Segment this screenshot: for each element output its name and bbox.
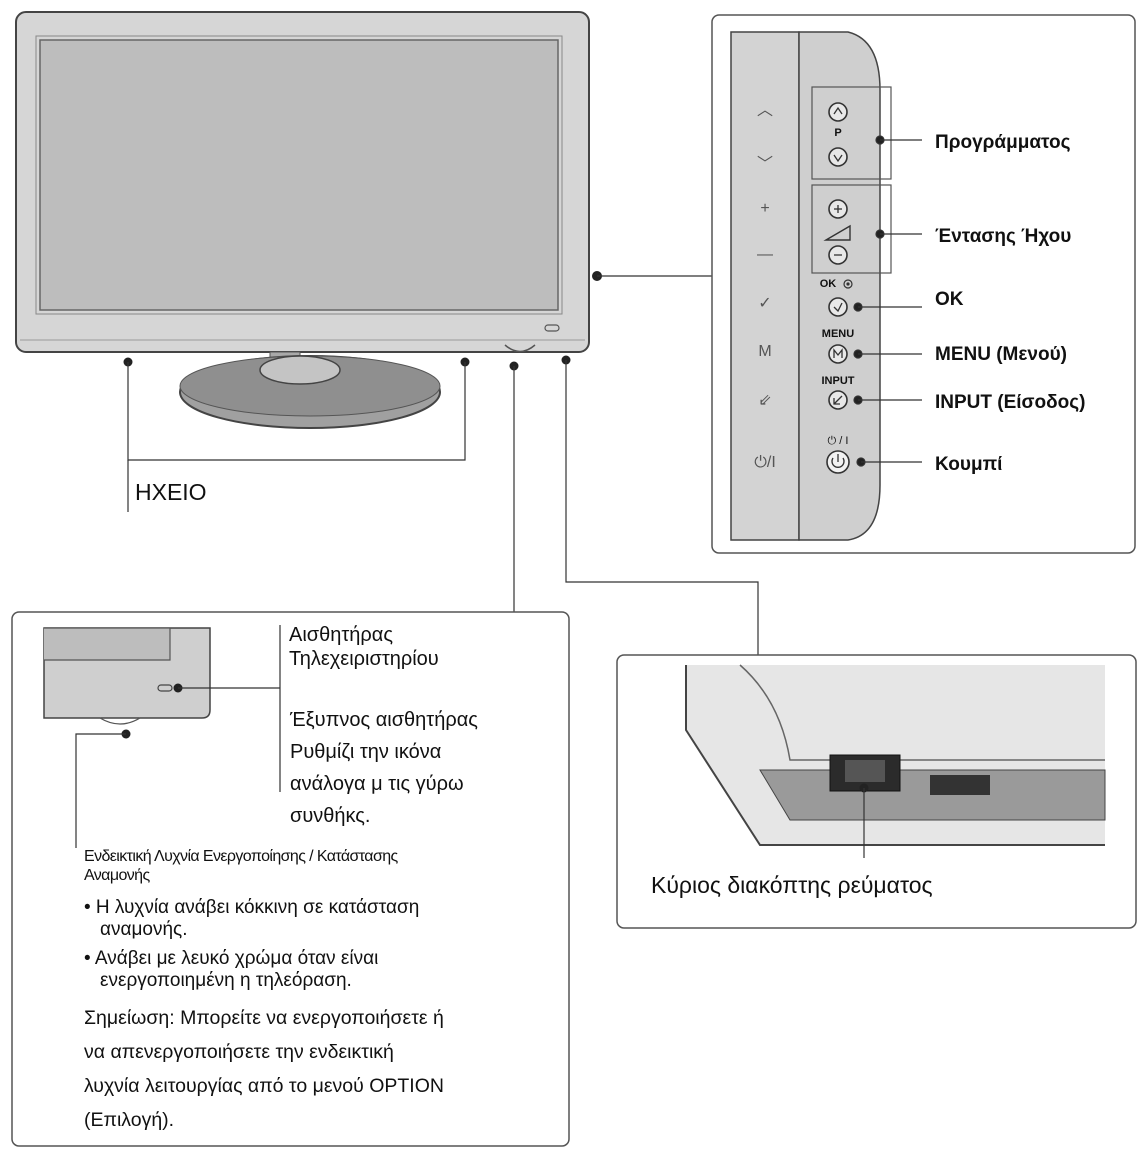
note-line-3: λυχνία λειτουργίας από το μενού OPTION xyxy=(84,1075,444,1097)
bullet-1-line-2: αναμονής. xyxy=(100,919,188,940)
menu-button-label: MENU xyxy=(821,328,855,340)
ch-down-symbol-icon: ﹀ xyxy=(756,156,773,173)
side-panel-strip xyxy=(730,31,800,541)
power-callout: Κουμπί xyxy=(935,454,1003,475)
input-button-label: INPUT xyxy=(821,375,855,387)
power-button-label: ⏻ / I xyxy=(827,435,849,447)
power-indicator-small xyxy=(544,324,560,332)
p-button-label: P xyxy=(834,127,842,139)
menu-callout: MENU (Μενού) xyxy=(935,344,1067,365)
logo-notch xyxy=(504,344,536,353)
smart-sensor-line-1: Έξυπνος αισθητήρας xyxy=(290,709,478,731)
vol-down-symbol-icon: — xyxy=(757,246,773,263)
smart-sensor-line-3: ανάλογα μ τις γύρω xyxy=(290,773,464,795)
bullet-2-line-2: ενεργοποιημένη η τηλεόραση. xyxy=(100,970,352,991)
remote-sensor-label-1: Αισθητήρας xyxy=(289,624,393,646)
input-symbol-icon: ⇙ xyxy=(758,392,772,409)
note-line-4: (Επιλογή). xyxy=(84,1109,175,1131)
ch-up-symbol-icon: ︿ xyxy=(756,102,773,119)
ok-callout: OK xyxy=(935,289,964,310)
programme-callout: Προγράμματος xyxy=(935,132,1071,153)
smart-sensor-line-4: συνθήκς. xyxy=(290,805,371,827)
menu-symbol-icon: M xyxy=(758,343,772,360)
volume-callout: Έντασης Ήχου xyxy=(935,226,1072,247)
side-panel-buttons-area xyxy=(798,31,881,541)
smart-sensor-line-2: Ρυθμίζι την ικόνα xyxy=(290,741,442,763)
vol-up-symbol-icon: + xyxy=(760,200,770,217)
note-line-1: Σημείωση: Μπορείτε να ενεργοποιήσετε ή xyxy=(84,1007,444,1029)
remote-sensor-label-2: Τηλεχειριστηρίου xyxy=(289,648,439,670)
indicator-title-1: Ενδεικτική Λυχνία Ενεργοποίησης / Κατάστ… xyxy=(84,848,398,865)
power-symbol-icon: ⏻/I xyxy=(754,454,776,471)
bullet-2-line-1: • Ανάβει με λευκό χρώμα όταν είναι xyxy=(84,948,379,969)
speaker-label: ΗΧΕΙΟ xyxy=(135,479,207,505)
indicator-title-2: Αναμονής xyxy=(84,867,150,884)
main-power-switch-label: Κύριος διακόπτης ρεύματος xyxy=(651,872,933,898)
ok-symbol-icon: ✓ xyxy=(758,295,772,312)
tv-screen xyxy=(39,39,559,311)
bullet-1-line-1: • Η λυχνία ανάβει κόκκινη σε κατάσταση xyxy=(84,897,420,918)
ok-button-label: OK xyxy=(819,278,837,290)
note-line-2: να απενεργοποιήσετε την ενδεικτική xyxy=(84,1041,394,1063)
input-callout: INPUT (Είσοδος) xyxy=(935,392,1086,413)
